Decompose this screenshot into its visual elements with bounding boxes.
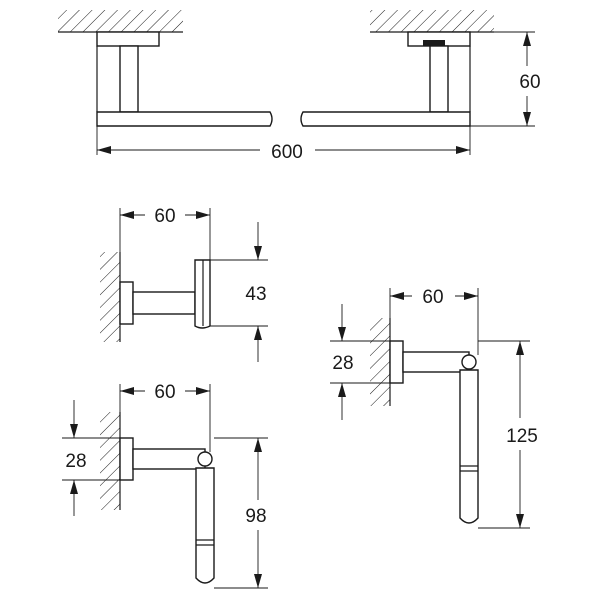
wall-hatch-hook	[100, 252, 120, 342]
dim-ring-small-depth: 60	[154, 382, 175, 403]
rail-bar-right	[300, 111, 471, 127]
rail-right-screw	[423, 40, 445, 46]
ring-large-arm	[402, 351, 470, 373]
dim-ring-large-depth: 60	[422, 287, 443, 308]
wall-hatch-left	[58, 10, 183, 32]
rail-bar-left	[96, 111, 273, 127]
ring-small-pivot	[197, 451, 213, 467]
towel-rail-view: 600 60	[58, 10, 541, 163]
ring-small-plate	[119, 437, 134, 481]
dim-hook-height: 43	[245, 284, 266, 305]
wall-hatch-ring-small	[100, 412, 120, 510]
dim-ring-large-height: 125	[506, 426, 538, 447]
dim-hook-depth: 60	[154, 206, 175, 227]
dim-ring-small-height: 98	[245, 506, 266, 527]
small-ring-view: 60 28 98	[62, 382, 268, 589]
dim-ring-large-plate: 28	[332, 353, 353, 374]
dim-ring-small-plate: 28	[65, 451, 86, 472]
wall-hatch-right	[370, 10, 494, 32]
dim-rail-width: 600	[271, 142, 303, 163]
ring-large-pivot	[461, 354, 477, 370]
rail-right-post	[429, 45, 449, 113]
dim-rail-depth: 60	[519, 72, 540, 93]
wall-hatch-ring-large	[370, 318, 390, 406]
hook-arm	[132, 291, 196, 315]
ring-small-drop	[195, 467, 215, 584]
ring-small-arm	[132, 448, 206, 470]
ring-large-plate	[389, 340, 404, 384]
rail-left-plate	[96, 31, 160, 47]
large-ring-view: 60 28 125	[330, 287, 538, 529]
rail-left-post	[119, 45, 139, 113]
ring-large-drop	[459, 369, 479, 524]
hook-view: 60 43	[100, 206, 268, 362]
hook-plate	[119, 281, 134, 325]
